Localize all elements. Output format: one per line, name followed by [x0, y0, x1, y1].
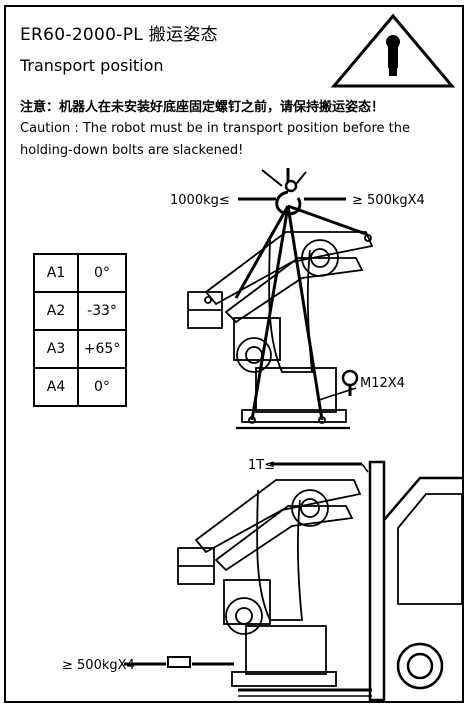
axis-cell: A4 — [33, 367, 79, 407]
fork-pad-icon — [167, 656, 191, 668]
caution-line-2: holding-down bolts are slackened! — [20, 143, 244, 158]
crane-hook-icon — [261, 168, 307, 216]
table-row: A2 -33° — [33, 291, 127, 331]
table-row: A3 +65° — [33, 329, 127, 369]
forklift-load-label: 1T≤ — [248, 458, 276, 473]
axis-cell: A1 — [33, 253, 79, 293]
fork-load-label: ≥ 500kgX4 — [62, 658, 135, 673]
axis-cell: A3 — [33, 329, 79, 369]
caution-note-chinese: 注意：机器人在未安装好底座固定螺钉之前，请保持搬运姿态！ — [20, 100, 385, 115]
eyebolt-icon — [341, 369, 359, 396]
forklift-drawing — [238, 460, 463, 702]
robot-transport-drawing — [177, 479, 362, 687]
document-frame — [4, 5, 464, 703]
exclamation-triangle-icon — [330, 13, 456, 88]
sling-load-label: ≥ 500kgX4 — [352, 193, 425, 208]
caution-line-1: Caution : The robot must be in transport… — [20, 121, 410, 136]
page-title: ER60-2000-PL 搬运姿态 — [20, 25, 218, 45]
axis-cell: A2 — [33, 291, 79, 331]
value-cell: 0° — [77, 253, 127, 293]
eyebolt-label: M12X4 — [360, 376, 405, 391]
value-cell: -33° — [77, 291, 127, 331]
crane-load-label: 1000kg≤ — [170, 193, 230, 208]
value-cell: 0° — [77, 367, 127, 407]
robot-lifting-drawing — [187, 231, 374, 430]
axis-position-table: A1 0° A2 -33° A3 +65° A4 0° — [33, 253, 127, 407]
value-cell: +65° — [77, 329, 127, 369]
caution-note-english: Caution : The robot must be in transport… — [20, 118, 450, 162]
page-subtitle: Transport position — [20, 56, 164, 75]
table-row: A1 0° — [33, 253, 127, 293]
table-row: A4 0° — [33, 367, 127, 407]
